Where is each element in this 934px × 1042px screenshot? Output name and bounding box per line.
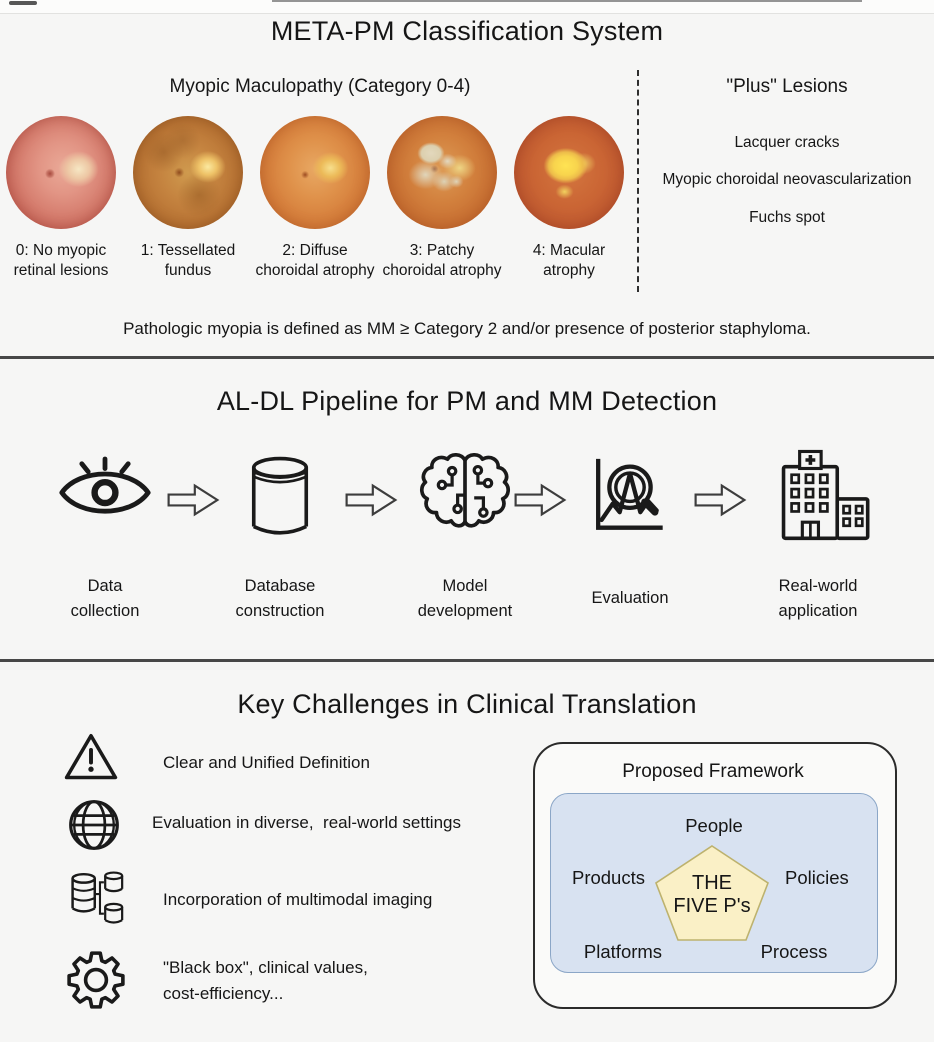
- challenge-evaluation: Evaluation in diverse, real-world settin…: [152, 810, 461, 836]
- plus-lesion-item: Myopic choroidal neovascularization: [662, 171, 912, 188]
- step-label-line: Evaluation: [591, 589, 669, 607]
- fundus-photo-category-0: [6, 116, 116, 229]
- challenge-text-line: Evaluation in diverse, real-world settin…: [152, 813, 461, 832]
- arrow-right-icon: [165, 479, 221, 521]
- category-label-line: retinal lesions: [13, 262, 109, 279]
- arrow-right-icon: [343, 479, 399, 521]
- step-label-line: Data: [87, 577, 123, 595]
- hospital-icon: [762, 447, 874, 541]
- brain-circuit-icon: [419, 450, 511, 542]
- databases-icon: [68, 868, 130, 928]
- pipeline-title: AL-DL Pipeline for PM and MM Detection: [216, 386, 718, 416]
- pentagon-shape: [653, 843, 771, 943]
- category-0-label: 0: No myopic retinal lesions: [0, 241, 131, 281]
- category-2-label: 2: Diffuse choroidal atrophy: [245, 241, 385, 281]
- challenge-multimodal: Incorporation of multimodal imaging: [163, 887, 432, 913]
- meta-pm-title: META-PM Classification System: [270, 16, 664, 46]
- top-edge-artifact: [272, 0, 862, 2]
- step-label-line: collection: [70, 602, 140, 620]
- category-1-label: 1: Tessellated fundus: [118, 241, 258, 281]
- category-label-line: 1: Tessellated: [140, 242, 236, 259]
- category-label-line: atrophy: [543, 262, 595, 279]
- arrow-right-icon: [512, 479, 568, 521]
- category-4-label: 4: Macular atrophy: [499, 241, 639, 281]
- category-label-line: choroidal atrophy: [382, 262, 502, 279]
- vertical-dashed-divider: [637, 70, 639, 292]
- pentagon-label: THE FIVE P's: [653, 872, 771, 917]
- step-label-database-construction: Database construction: [205, 574, 355, 624]
- framework-label-products: Products: [571, 867, 645, 888]
- challenge-text-line: cost-efficiency...: [163, 984, 284, 1003]
- challenge-text-line: Clear and Unified Definition: [163, 753, 370, 772]
- magnifier-chart-icon: [587, 452, 673, 538]
- section-divider: [0, 659, 934, 662]
- step-label-line: Database: [244, 577, 316, 595]
- maculopathy-header: Myopic Maculopathy (Category 0-4): [169, 76, 471, 97]
- fundus-photo-category-4: [514, 116, 624, 229]
- pentagon-label-line: FIVE P's: [673, 894, 751, 917]
- pm-definition-note: Pathologic myopia is defined as MM ≥ Cat…: [123, 319, 811, 338]
- warning-icon: [62, 731, 120, 783]
- fundus-photo-category-2: [260, 116, 370, 229]
- step-label-line: construction: [235, 602, 325, 620]
- framework-label-people: People: [685, 815, 743, 836]
- step-label-real-world-application: Real-world application: [743, 574, 893, 624]
- challenge-text-line: "Black box", clinical values,: [163, 958, 368, 977]
- top-edge-strip: [0, 0, 934, 14]
- gear-icon: [64, 948, 128, 1012]
- fundus-photo-category-1: [133, 116, 243, 229]
- step-label-evaluation: Evaluation: [555, 574, 705, 611]
- step-label-model-development: Model development: [390, 574, 540, 624]
- category-label-line: 2: Diffuse: [282, 242, 348, 259]
- category-label-line: choroidal atrophy: [255, 262, 375, 279]
- framework-label-platforms: Platforms: [583, 941, 663, 962]
- challenge-definition: Clear and Unified Definition: [163, 750, 370, 776]
- challenge-text-line: Incorporation of multimodal imaging: [163, 890, 433, 909]
- pentagon-label-line: THE: [692, 872, 732, 894]
- category-label-line: fundus: [164, 262, 212, 279]
- fundus-photo-category-3: [387, 116, 497, 229]
- category-3-label: 3: Patchy choroidal atrophy: [372, 241, 512, 281]
- category-label-line: 4: Macular: [532, 242, 606, 259]
- section-divider: [0, 356, 934, 359]
- step-label-line: Model: [442, 577, 488, 595]
- plus-lesion-item: Fuchs spot: [749, 209, 825, 226]
- step-label-data-collection: Data collection: [30, 574, 180, 624]
- challenge-blackbox: "Black box", clinical values, cost-effic…: [163, 955, 368, 1007]
- framework-label-policies: Policies: [785, 867, 849, 888]
- plus-lesions-header: "Plus" Lesions: [726, 76, 848, 97]
- framework-label-process: Process: [760, 941, 828, 962]
- step-label-line: development: [417, 602, 513, 620]
- plus-lesion-item: Lacquer cracks: [734, 134, 840, 151]
- framework-title: Proposed Framework: [622, 761, 804, 782]
- top-edge-artifact: [9, 1, 37, 5]
- eye-icon: [57, 455, 153, 527]
- globe-icon: [66, 797, 122, 853]
- challenges-title: Key Challenges in Clinical Translation: [237, 689, 697, 719]
- database-icon: [248, 455, 312, 541]
- category-label-line: 3: Patchy: [409, 242, 475, 259]
- step-label-line: Real-world: [778, 577, 858, 595]
- category-label-line: 0: No myopic: [15, 242, 107, 259]
- step-label-line: application: [778, 602, 858, 620]
- arrow-right-icon: [692, 479, 748, 521]
